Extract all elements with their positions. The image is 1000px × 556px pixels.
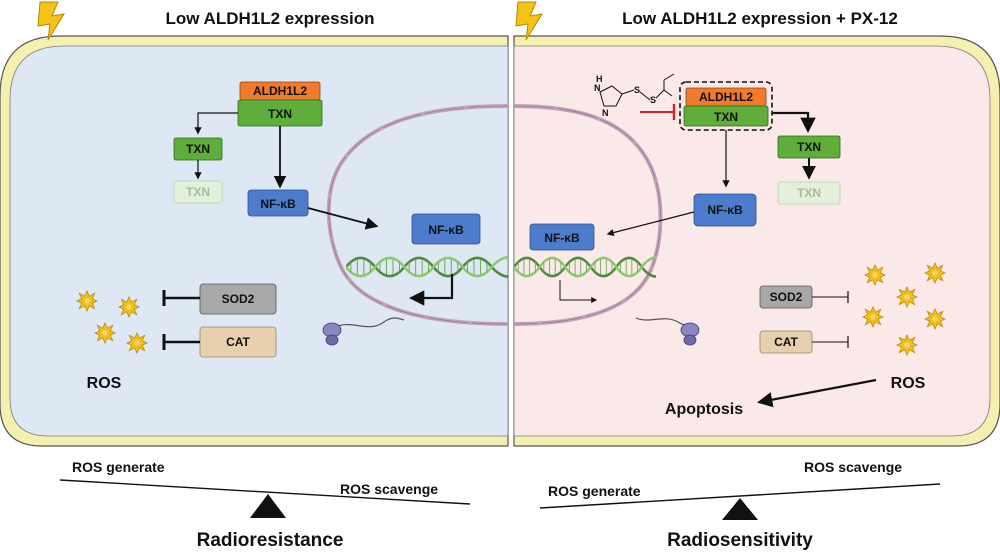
px12-s1: S: [634, 85, 640, 95]
cat-label-left: CAT: [226, 335, 250, 349]
transcription-arrow-left: [408, 274, 454, 306]
ros-icon: [924, 308, 946, 330]
ros-icon: [896, 286, 918, 308]
nfkb-box-left-nucleus: [411, 213, 481, 245]
nfkb-label-right-cyto: NF-κB: [707, 203, 743, 217]
balance-fulcrum-left: [250, 494, 286, 518]
aldh1l2-txn-complex-outline: [679, 81, 773, 131]
txn-label-right-faded: TXN: [797, 186, 821, 200]
left-panel-title: Low ALDH1L2 expression: [165, 9, 374, 28]
inhibit-cat-right: [812, 336, 849, 348]
txn-box-right-main: [683, 105, 769, 127]
aldh1l2-label-left: ALDH1L2: [253, 84, 307, 98]
ros-icon: [924, 262, 946, 284]
ros-icon: [862, 306, 884, 328]
px12-s2: S: [650, 95, 656, 105]
ros-scavenge-left: ROS scavenge: [340, 481, 438, 497]
outcome-right: Radiosensitivity: [667, 530, 813, 551]
sod2-label-right: SOD2: [770, 290, 803, 304]
ribosome-icon-right: [680, 322, 700, 346]
lightning-icon: [515, 1, 544, 41]
nfkb-box-right-cyto: [693, 193, 757, 227]
arrow-txn-release-left: [194, 112, 238, 135]
ros-icon: [896, 334, 918, 356]
right-panel: Low ALDH1L2 expression + PX-12 H N N S S: [513, 1, 1000, 447]
ros-generate-left: ROS generate: [72, 459, 165, 475]
txn-label-right-main: TXN: [714, 110, 738, 124]
ribosome-icon-left: [322, 322, 342, 346]
ros-generate-right: ROS generate: [548, 483, 641, 499]
arrow-nfkb-nuclear-left: [307, 207, 379, 230]
balance-left: ROS generate ROS scavenge Radioresistanc…: [59, 459, 471, 551]
px12-h: H: [596, 74, 603, 84]
transcription-arrow-right: [559, 280, 598, 303]
nfkb-label-left-cyto: NF-κB: [260, 197, 296, 211]
balance-beam-right: [539, 483, 941, 509]
arrow-ros-to-apoptosis: [756, 378, 877, 408]
right-panel-title: Low ALDH1L2 expression + PX-12: [622, 9, 898, 28]
left-panel: Low ALDH1L2 expression ALDH1L2 TXN TXN T…: [0, 1, 509, 447]
px12-n-ring: N: [602, 108, 609, 118]
sod2-label-left: SOD2: [222, 292, 255, 306]
ros-scavenge-right: ROS scavenge: [804, 459, 902, 475]
txn-label-left-main: TXN: [268, 107, 292, 121]
px12-molecule: H N N S S: [594, 73, 675, 118]
cat-label-right: CAT: [774, 335, 798, 349]
nfkb-box-left-cyto: [247, 189, 309, 217]
inhibit-sod2-right: [812, 291, 849, 303]
nfkb-box-right-nucleus: [529, 223, 595, 251]
px12-inhibition: [640, 104, 676, 120]
inhibit-sod2-left: [162, 290, 200, 306]
ros-icon: [118, 296, 140, 318]
txn-label-right-free: TXN: [797, 140, 821, 154]
aldh1l2-label-right: ALDH1L2: [699, 90, 753, 104]
balance-right: ROS generate ROS scavenge Radiosensitivi…: [539, 459, 941, 551]
ros-icon: [76, 290, 98, 312]
txn-box-left-faded: [173, 180, 223, 204]
balance-fulcrum-right: [722, 498, 758, 520]
inhibit-cat-left: [162, 334, 200, 350]
ros-icon: [94, 322, 116, 344]
txn-label-left-free: TXN: [186, 142, 210, 156]
txn-label-left-faded: TXN: [186, 185, 210, 199]
ros-label-right: ROS: [891, 375, 926, 392]
lightning-icon: [37, 1, 66, 41]
balance-beam-left: [59, 479, 471, 505]
ros-label-left: ROS: [87, 375, 122, 392]
apoptosis-label: Apoptosis: [665, 401, 743, 418]
outcome-left: Radioresistance: [197, 530, 344, 551]
arrow-nfkb-nuclear-right: [606, 211, 695, 237]
nfkb-label-left-nucleus: NF-κB: [428, 223, 464, 237]
nfkb-label-right-nucleus: NF-κB: [544, 231, 580, 245]
ros-icon: [126, 332, 148, 354]
txn-box-right-faded: [777, 181, 841, 205]
ros-icon: [864, 264, 886, 286]
px12-n-atom: N: [594, 83, 601, 93]
arrow-txn-release-right: [772, 111, 816, 134]
mrna-left: [333, 317, 405, 329]
